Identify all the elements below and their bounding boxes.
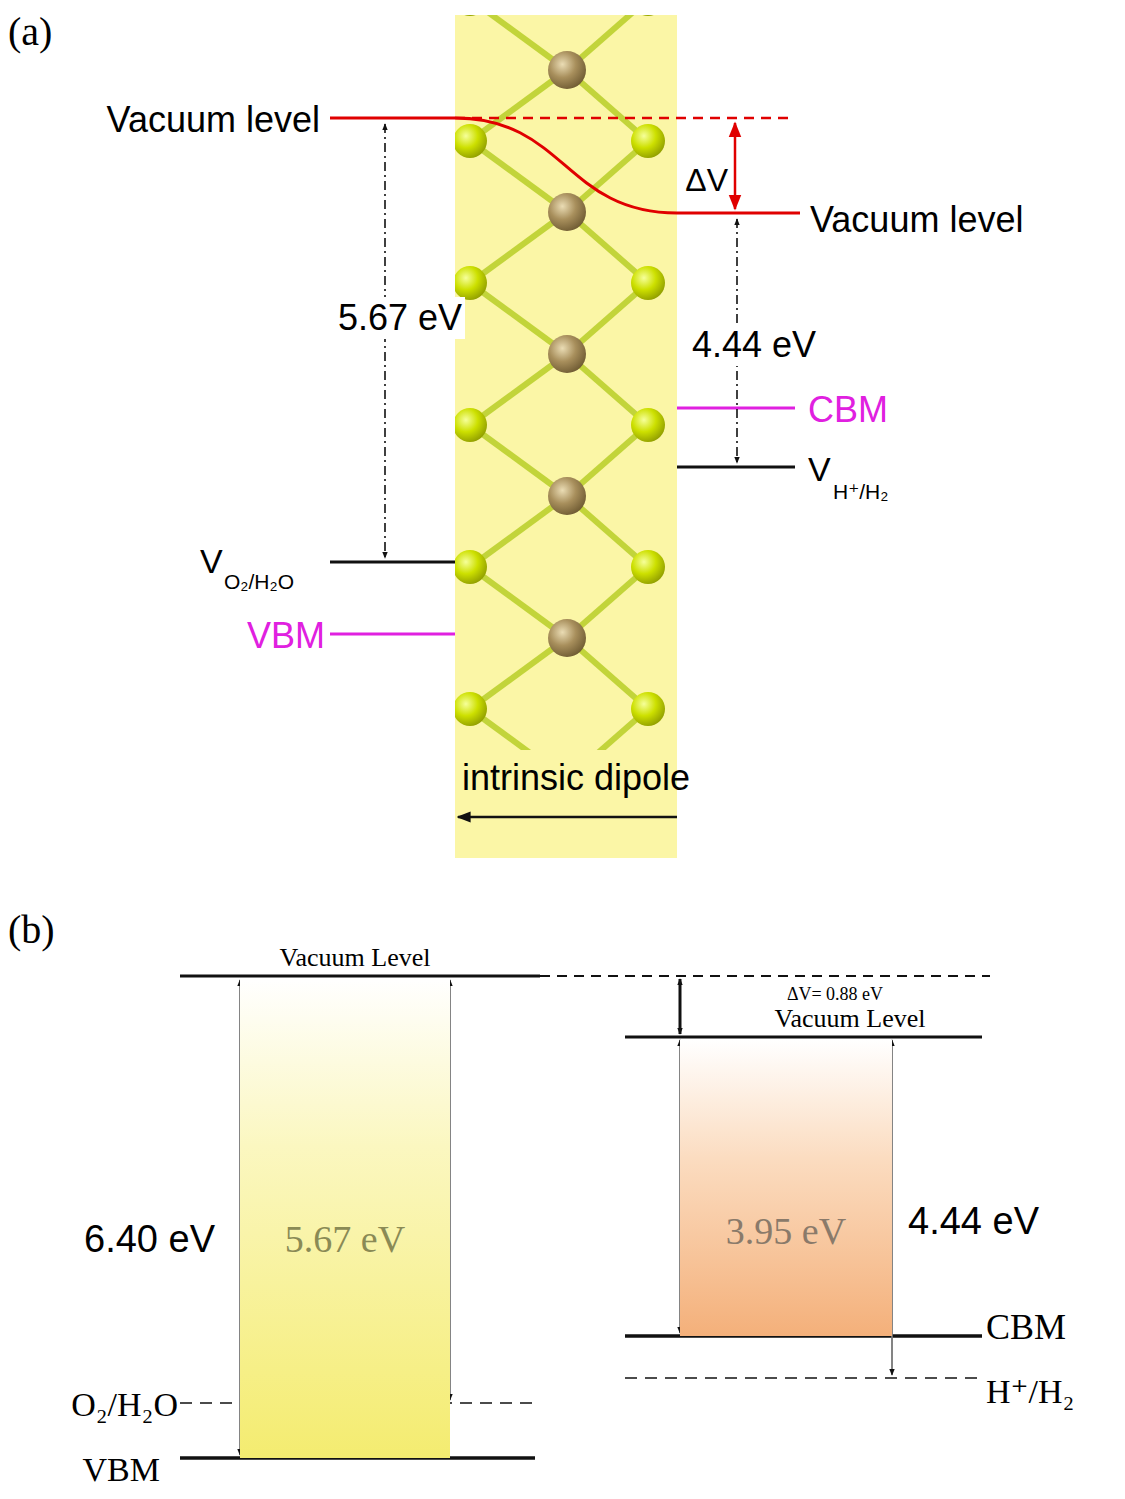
chalcogen-atom bbox=[455, 408, 487, 442]
energy-value: 4.44 eV bbox=[908, 1200, 1039, 1244]
chalcogen-atom bbox=[631, 692, 665, 726]
metal-atom bbox=[548, 619, 586, 657]
potential-subscript: O₂/H₂O bbox=[224, 570, 294, 594]
energy-arrow-a bbox=[385, 124, 737, 558]
level-lines-b bbox=[180, 976, 990, 1458]
chalcogen-atom bbox=[631, 408, 665, 442]
panel-label: (b) bbox=[8, 907, 55, 953]
offset-label: ΔV bbox=[685, 162, 728, 199]
gap-value: 3.95 eV bbox=[726, 1210, 846, 1254]
chalcogen-atom bbox=[455, 124, 487, 158]
vacuum-level-a bbox=[734, 123, 737, 209]
vacuum-level-a bbox=[330, 118, 800, 213]
vacuum-level-a bbox=[455, 117, 790, 120]
vacuum-level-a bbox=[677, 212, 800, 215]
offset-label: ΔV= 0.88 eV bbox=[787, 984, 883, 1005]
chalcogen-atom bbox=[455, 15, 487, 16]
atom-lattice bbox=[455, 15, 665, 750]
level-lines-a bbox=[330, 408, 795, 634]
metal-atom bbox=[548, 477, 586, 515]
dipole-label: intrinsic dipole bbox=[462, 757, 690, 798]
potential-subscript: H⁺/H₂ bbox=[833, 480, 888, 504]
energy-value: 6.40 eV bbox=[84, 1218, 215, 1262]
chalcogen-atom bbox=[631, 266, 665, 300]
redox-label: O₂/H₂O bbox=[71, 1385, 178, 1424]
metal-atom bbox=[548, 193, 586, 231]
level-label: Vacuum level bbox=[810, 199, 1023, 240]
panel-label: (a) bbox=[8, 9, 52, 55]
chalcogen-atom bbox=[455, 266, 487, 300]
level-label: Vacuum Level bbox=[280, 943, 431, 973]
energy-value: 4.44 eV bbox=[689, 324, 819, 365]
level-lines-b bbox=[625, 1036, 982, 1039]
metal-atom bbox=[548, 51, 586, 89]
level-lines-b bbox=[625, 1377, 982, 1379]
chalcogen-atom bbox=[631, 550, 665, 584]
gap-value: 5.67 eV bbox=[285, 1218, 405, 1262]
potential-symbol: V bbox=[808, 450, 831, 489]
level-lines-b bbox=[540, 975, 990, 977]
redox-label: H⁺/H₂ bbox=[986, 1372, 1074, 1411]
energy-arrow-a bbox=[384, 124, 386, 558]
chalcogen-atom bbox=[455, 550, 487, 584]
level-lines-a bbox=[677, 466, 795, 469]
crystal-band bbox=[455, 15, 677, 858]
vacuum-level-a bbox=[330, 117, 455, 120]
level-lines-a bbox=[677, 407, 795, 410]
energy-gap-box: 3.95 eV bbox=[680, 1040, 892, 1336]
band-edge-label: VBM bbox=[83, 1450, 160, 1489]
energy-value: 5.67 eV bbox=[335, 297, 465, 338]
energy-gap-box: 5.67 eV bbox=[240, 978, 450, 1458]
dipole-arrow bbox=[458, 816, 677, 819]
chalcogen-atom bbox=[455, 692, 487, 726]
chalcogen-atom bbox=[631, 15, 665, 16]
level-label: Vacuum level bbox=[107, 99, 320, 140]
band-edge-label: VBM bbox=[247, 615, 325, 656]
band-edge-label: CBM bbox=[808, 389, 888, 430]
chalcogen-atom bbox=[631, 124, 665, 158]
vacuum-level-a bbox=[455, 118, 677, 213]
energy-arrow-b bbox=[679, 979, 682, 1034]
level-lines-a bbox=[330, 633, 455, 636]
potential-symbol: V bbox=[200, 542, 223, 581]
metal-atom bbox=[548, 335, 586, 373]
band-edge-label: CBM bbox=[986, 1307, 1066, 1348]
level-lines-a bbox=[330, 561, 455, 564]
level-label: Vacuum Level bbox=[775, 1004, 926, 1034]
